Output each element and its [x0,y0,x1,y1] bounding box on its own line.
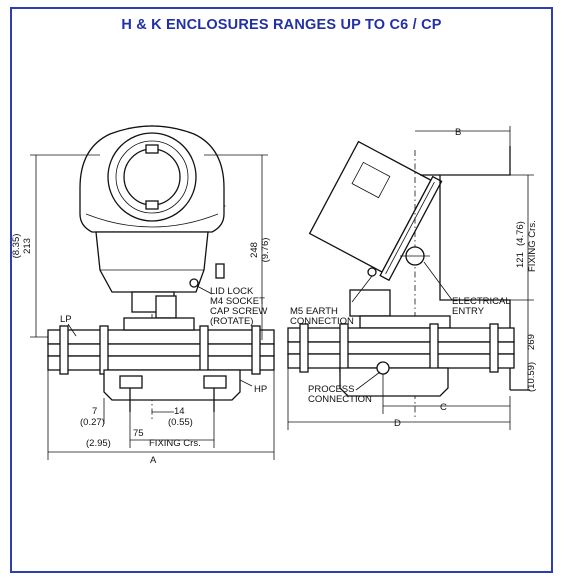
lower-flange [47,355,275,371]
dim-d-label: D [394,418,401,429]
bracket-top [420,146,511,176]
page-title: H & K ENCLOSURES RANGES UP TO C6 / CP [121,17,442,33]
lid-lock-label-3: CAP SCREW [210,306,267,317]
svg-text:(10.59): (10.59) [526,362,537,392]
earth-label-1: M5 EARTH [290,306,338,317]
middle-flange [47,343,275,357]
side-bolt-1 [299,323,309,373]
dim-c-label: C [440,402,447,413]
side-middle-flange [287,341,515,355]
side-port-block [339,367,449,397]
neck-nut [155,295,177,319]
upper-flange [47,329,275,345]
bolt-3 [199,325,209,375]
earth-label-2: CONNECTION [290,316,354,327]
dim-b-label: B [455,127,461,138]
electrical-label-2: ENTRY [452,306,485,317]
lp-leader [67,323,77,337]
hp-port [203,375,227,389]
dim-7-in-label: (0.27) [80,417,105,428]
side-lock-screw [367,267,377,277]
lid-lock-label-1: LID LOCK [210,286,254,297]
lp-port [119,375,143,389]
bolt-1 [59,325,69,375]
side-bolt-4 [489,323,499,373]
lid-ring-outer [107,132,197,222]
svg-text:213: 213 [22,238,33,254]
lid-lock-label-4: (ROTATE) [210,316,253,327]
side-lid-line [385,181,435,275]
hp-leader [239,379,253,387]
svg-text:(4.76): (4.76) [515,221,526,246]
svg-text:269: 269 [526,334,537,350]
process-label-1: PROCESS [308,384,354,395]
dim-121-label: 121 (4.76) FIXING Crs. [515,220,538,272]
front-view [30,125,275,460]
process-connection-port [376,361,390,375]
lid-ring-middle [115,140,189,214]
electrical-leader [423,261,453,301]
side-bolt-2 [339,323,349,373]
lid-ring-inner [123,148,181,206]
dim-248-label: 248 (9.76) [249,238,271,263]
dim-269-label: 269 (10.59) [526,334,537,392]
electrical-label-1: ELECTRICAL [452,296,511,307]
side-upper-flange [287,327,515,343]
lid-notch-bottom [145,200,159,210]
dim-7-label: 7 [92,406,97,417]
process-label-2: CONNECTION [308,394,372,405]
lid-lock-screw [189,278,199,288]
side-stem [349,289,391,317]
dim-a-label: A [150,455,157,466]
diaphragm-top [123,317,195,331]
hp-label: HP [254,384,267,395]
fixing-label: FIXING Crs. [149,438,201,449]
bolt-4 [251,325,261,375]
svg-text:248: 248 [249,242,260,258]
dim-75-label: 75 [133,428,144,439]
svg-text:(8.35): (8.35) [11,234,22,259]
lid-lock-label-2: M4 SOCKET [210,296,265,307]
side-label-plate [351,161,391,199]
dim-14-in-label: (0.55) [168,417,193,428]
dim-75-in-label: (2.95) [86,438,111,449]
bolt-2 [99,325,109,375]
lid-notch-top [145,144,159,154]
drawing-frame: H & K ENCLOSURES RANGES UP TO C6 / CP [10,7,553,573]
side-bolt-3 [429,323,439,373]
svg-text:121: 121 [515,252,526,268]
svg-text:(9.76): (9.76) [260,238,271,263]
svg-text:FIXING Crs.: FIXING Crs. [527,220,538,272]
dim-213-label: 213 (8.35) [11,234,33,259]
side-view [287,126,534,430]
process-leader [355,371,381,391]
side-lug [215,263,225,279]
dim-14-label: 14 [174,406,185,417]
lid-lock-leader [196,285,213,295]
dome-lip [85,213,219,228]
earth-leader [351,275,373,303]
lp-label: LP [60,314,72,325]
side-lower-flange [287,353,515,369]
